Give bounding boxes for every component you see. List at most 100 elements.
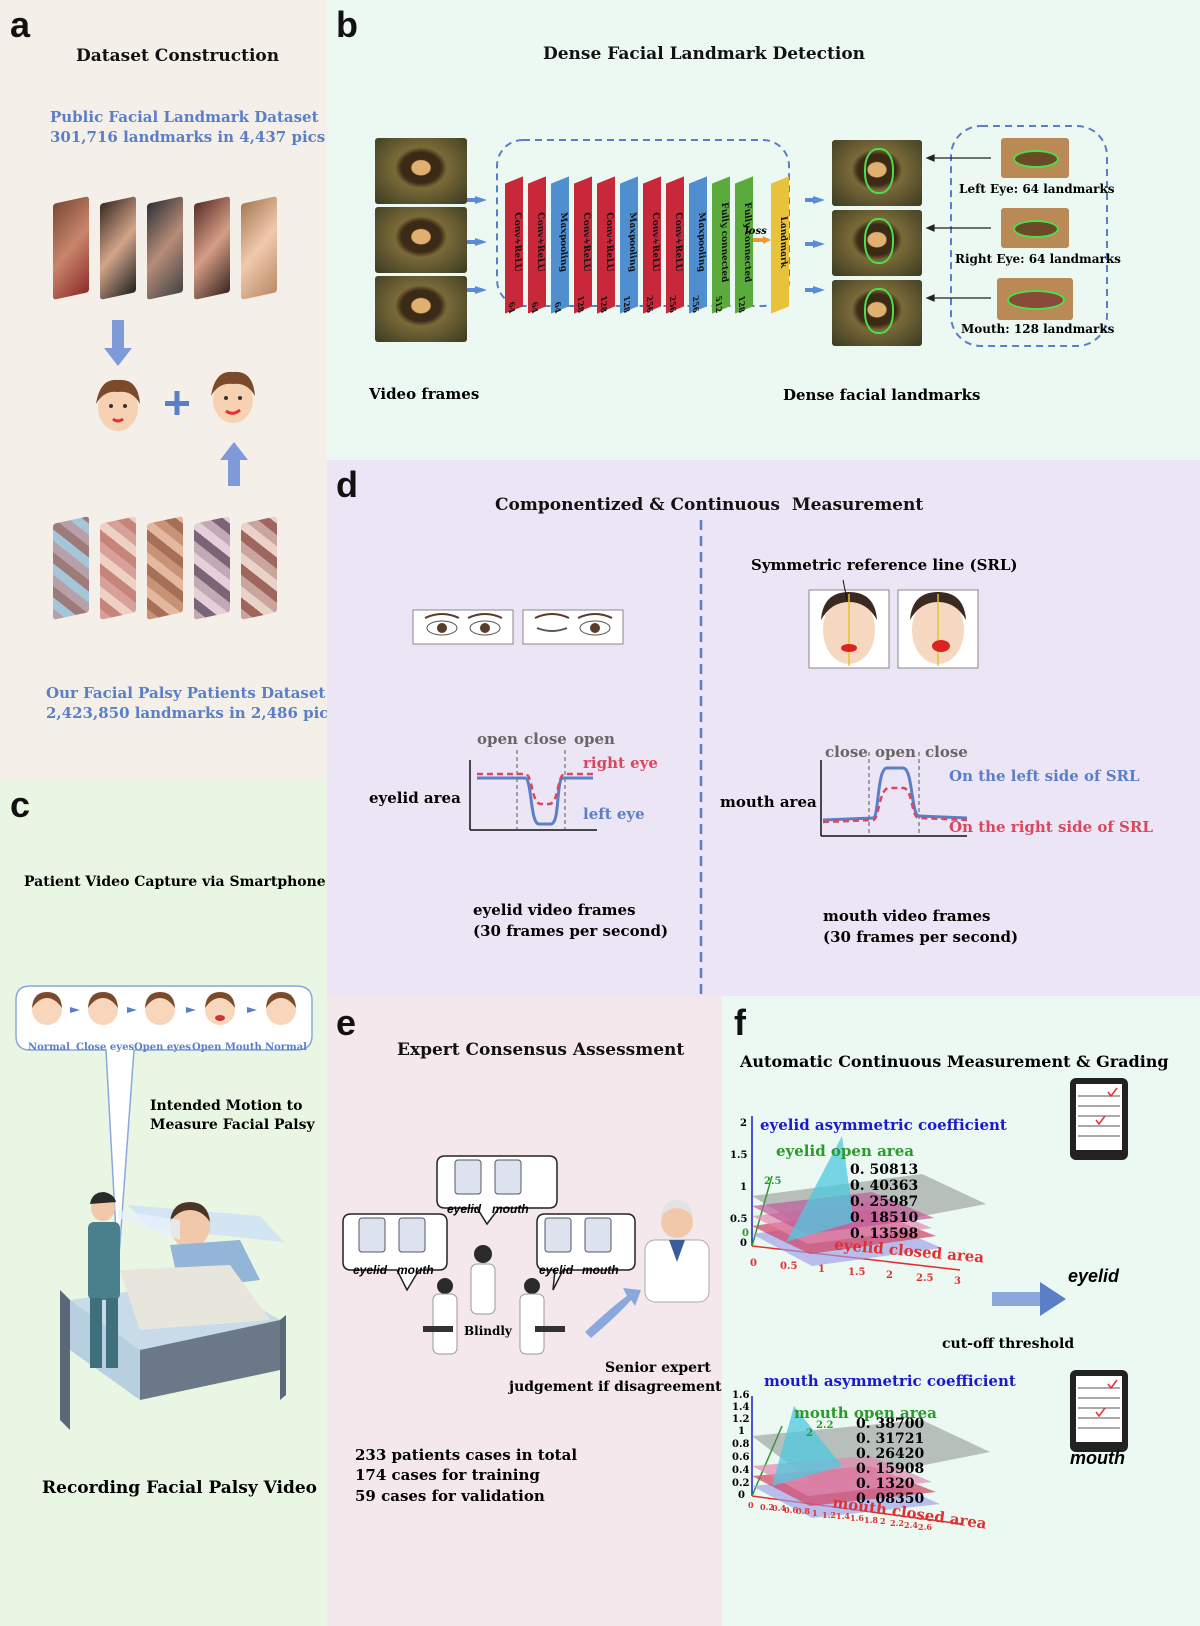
layer-name: Maxpooling (696, 211, 706, 275)
expert-illustration (342, 1155, 710, 1355)
eyelid-area-chart (469, 750, 597, 831)
eyelid-xtick: 1.5 (848, 1267, 866, 1278)
panel-e-title: Expert Consensus Assessment (397, 1040, 685, 1060)
eyelid-ztick: 0 (740, 1238, 747, 1249)
srl-label: Symmetric reference line (SRL) (751, 556, 1018, 574)
right-eye-crop (1001, 208, 1069, 248)
cartoon-face-icon (211, 371, 255, 423)
panel-c-title: Patient Video Capture via Smartphone (24, 874, 326, 890)
right-eye-legend: right eye (583, 754, 658, 772)
mouth-ztick: 0.4 (732, 1465, 750, 1476)
plus-icon (165, 391, 189, 415)
hospital-bed-illustration (60, 1192, 286, 1430)
mouth-caption-line1: mouth video frames (823, 907, 991, 925)
patient-dataset-stats: 2,423,850 landmarks in 2,486 pics (46, 704, 327, 722)
grading-surfaces (751, 1078, 1128, 1525)
eyelid-xtick: 2 (886, 1270, 893, 1281)
mouth-crop (997, 278, 1073, 320)
eye-phase-label: close (524, 730, 567, 748)
loss-label: loss (745, 226, 767, 237)
video-frame (375, 276, 467, 342)
layer-name: Maxpooling (558, 211, 568, 275)
panel-d: d Componentized & Continuous Measurement (327, 460, 1200, 996)
layer-name: Conv+ReLU (650, 211, 660, 275)
eyelid-xtick: 1 (818, 1264, 825, 1275)
mouth-xtick: 1.6 (850, 1513, 864, 1523)
dataset-merge-graphic (96, 320, 255, 486)
tablet-icon (1070, 1078, 1128, 1452)
zoom-box (950, 125, 1108, 347)
patient-face-photo (241, 516, 277, 620)
left-srl-curve (822, 766, 968, 822)
mouth-ztick: 0.2 (732, 1478, 750, 1489)
mouth-xtick: 0.4 (772, 1503, 786, 1513)
eyelid-threshold: 0. 25987 (850, 1194, 919, 1210)
patient-face-photo (53, 516, 89, 620)
patient-dataset-title: Our Facial Palsy Patients Dataset (46, 684, 326, 702)
right-srl-curve (822, 786, 968, 824)
mouth-caption-line2: (30 frames per second) (823, 928, 1019, 946)
mouth-ztick: 0 (738, 1490, 745, 1501)
layer-size: 128 (599, 294, 609, 315)
motion-label: Normal (28, 1042, 70, 1053)
eye-images (412, 609, 624, 645)
eye-caption-line2: (30 frames per second) (473, 922, 669, 940)
eyelid-ztick: 1.5 (730, 1150, 748, 1161)
bubble-eyelid-label: eyelid (539, 1263, 574, 1277)
patient-face-photo (147, 516, 183, 620)
measurement-graphics (412, 520, 979, 996)
mouth-ztick: 0.6 (732, 1452, 750, 1463)
mouth-phase-label: close (925, 743, 968, 761)
intended-motion-line2: Measure Facial Palsy (150, 1117, 315, 1133)
mouth-xtick: 2.6 (918, 1522, 932, 1532)
mouth-phase-label: open (875, 743, 916, 761)
eyelid-xtick: 0 (750, 1258, 757, 1269)
eyelid-surface-plot (751, 1116, 986, 1271)
dense-landmarks-label: Dense facial landmarks (783, 386, 981, 404)
mouth-threshold: 0. 15908 (856, 1461, 925, 1477)
panel-e: e Expert Consensus Assessment eyelid mou… (327, 996, 722, 1626)
bubble-mouth-label: mouth (582, 1263, 619, 1277)
public-dataset-title: Public Facial Landmark Dataset (50, 108, 319, 126)
panel-c: c Patient Video Capture via Smartphone N… (0, 780, 327, 1626)
stats-line: 174 cases for training (355, 1466, 540, 1484)
mouth-ztick: 1.4 (732, 1402, 750, 1413)
layer-name: Fully connected (719, 200, 729, 285)
eye-phase-label: open (477, 730, 518, 748)
layer-name: Conv+ReLU (535, 211, 545, 275)
patient-face-photo (100, 516, 136, 620)
input-arrows (467, 196, 825, 294)
panel-e-label: e (336, 1002, 357, 1043)
mouth-threshold: 0. 26420 (856, 1446, 925, 1462)
motion-bubble (15, 985, 313, 1271)
mouth-xtick: 1.4 (836, 1511, 850, 1521)
video-frame (375, 138, 467, 204)
mouth-ztick: 0.8 (732, 1439, 750, 1450)
layer-size: 64 (530, 299, 540, 315)
cutoff-label: cut-off threshold (942, 1336, 1075, 1352)
eyelid-xtick: 0.5 (780, 1261, 798, 1272)
panel-f: f Automatic Continuous Measurement & Gra… (722, 996, 1200, 1626)
mouth-ylabel: mouth open area (794, 1404, 937, 1422)
eyelid-ztick: 0.5 (730, 1214, 748, 1225)
srl-face-images (808, 579, 979, 669)
mouth-xtick: 2.4 (904, 1520, 918, 1530)
blindly-label: Blindly (464, 1324, 512, 1338)
eyelid-grade-label: eyelid (1068, 1266, 1120, 1286)
mouth-xtick: 0 (748, 1500, 754, 1510)
mouth-xtick: 1 (812, 1508, 818, 1518)
cnn-layer: Conv+ReLU 64 (528, 176, 546, 315)
mouth-xtick: 1.8 (864, 1515, 878, 1525)
layer-size: 128 (576, 294, 586, 315)
panel-b: b Dense Facial Landmark Detection Conv+R… (327, 0, 1200, 460)
mouth-area-label: mouth area (720, 793, 817, 811)
left-eye-legend: left eye (583, 805, 645, 823)
layer-size: 64 (553, 299, 563, 315)
motion-label: Open eyes (134, 1042, 191, 1053)
mouth-ytick: 2 (806, 1428, 813, 1439)
